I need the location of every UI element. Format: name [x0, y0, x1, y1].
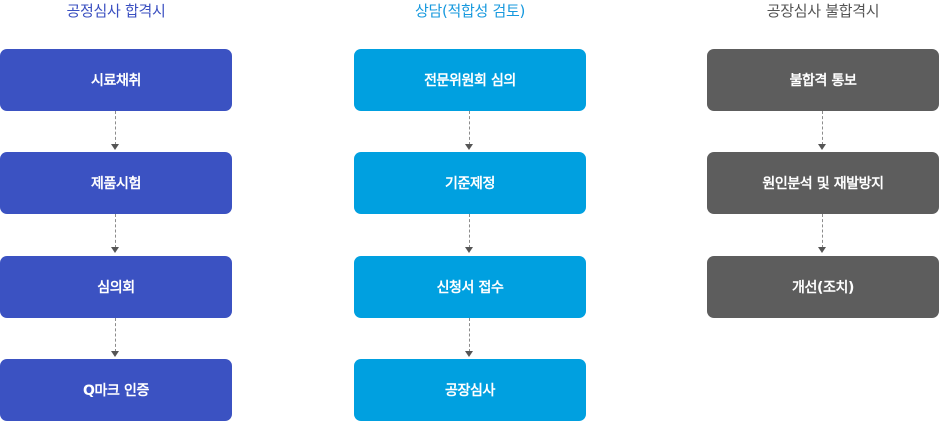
step-failure-notice: 불합격 통보 [707, 49, 939, 111]
column-title-fail: 공장심사 불합격시 [766, 2, 880, 20]
column-title-pass: 공정심사 합격시 [66, 2, 166, 20]
arrow-down-icon [818, 247, 826, 253]
arrow-down-icon [111, 351, 119, 357]
flow-arrow-down [465, 214, 473, 255]
arrow-down-icon [818, 144, 826, 150]
arrow-down-icon [465, 144, 473, 150]
step-application-receipt: 신청서 접수 [354, 256, 586, 318]
step-factory-audit: 공장심사 [354, 359, 586, 421]
step-standard-setting: 기준제정 [354, 152, 586, 214]
step-product-test: 제품시험 [0, 152, 232, 214]
step-corrective-action: 개선(조치) [707, 256, 939, 318]
flow-arrow-down [818, 111, 826, 152]
column-title-consult: 상담(적합성 검토) [414, 2, 526, 20]
arrow-down-icon [111, 144, 119, 150]
arrow-down-icon [465, 247, 473, 253]
flow-arrow-down [818, 214, 826, 255]
step-root-cause-analysis: 원인분석 및 재발방지 [707, 152, 939, 214]
flow-arrow-down [111, 318, 119, 359]
step-expert-committee-review: 전문위원회 심의 [354, 49, 586, 111]
flow-arrow-down [111, 111, 119, 152]
arrow-down-icon [111, 247, 119, 253]
arrow-down-icon [465, 351, 473, 357]
step-q-mark-certification: Q마크 인증 [0, 359, 232, 421]
step-sample-collection: 시료채취 [0, 49, 232, 111]
flow-arrow-down [465, 318, 473, 359]
flow-arrow-down [111, 214, 119, 255]
step-review-committee: 심의회 [0, 256, 232, 318]
flow-arrow-down [465, 111, 473, 152]
